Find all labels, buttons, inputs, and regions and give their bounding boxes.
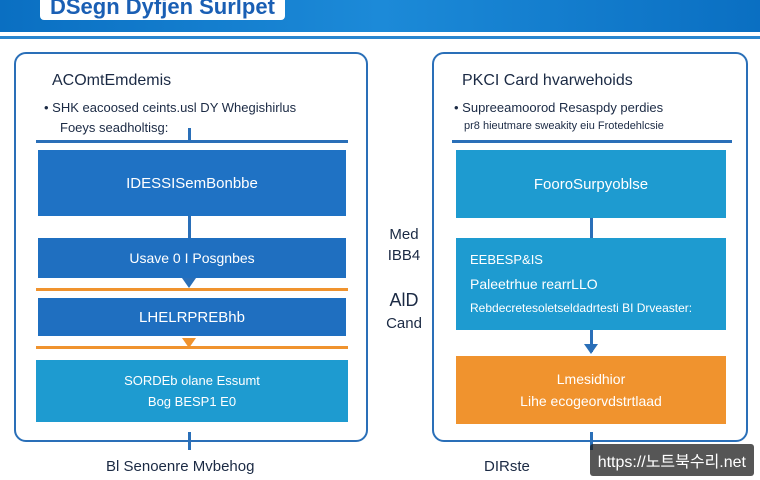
left-panel-title: ACOmtEmdemis	[52, 72, 172, 89]
left-box-1: IDESSISemBonbbe	[38, 150, 346, 216]
left-bullet-line1: • SHK eacoosed ceints.usl DY Whegishirlu…	[44, 100, 297, 115]
right-box-2-line1: EEBESP&IS	[470, 252, 543, 267]
watermark-url: https://노트북수리.net	[589, 444, 754, 476]
left-panel	[14, 52, 368, 442]
right-box-3-line2: Lihe ecogeorvdstrtlaad	[520, 393, 662, 409]
right-connector-top	[452, 140, 732, 143]
right-bullet-line2: pr8 hieutmare sweakity eiu Frotedehlcsie	[464, 120, 664, 132]
left-arrow-1	[182, 278, 196, 288]
left-box-4-line1: SORDEb olane Essumt	[124, 373, 260, 388]
left-box-3: LHELRPREBhb	[38, 298, 346, 336]
left-box-4: SORDEb olane Essumt Bog BESP1 E0	[36, 360, 348, 422]
right-box-3: Lmesidhior Lihe ecogeorvdstrtlaad	[456, 356, 726, 424]
left-bullet-line2: Foeys seadholtisg:	[60, 120, 169, 135]
right-box-3-line1: Lmesidhior	[556, 371, 626, 387]
right-footer: DIRste	[484, 458, 530, 475]
left-connector-1	[188, 216, 191, 238]
right-panel-title: PKCI Card hvarwehoids	[462, 72, 633, 89]
middle-label-1: Med IBB4	[387, 226, 421, 264]
right-connector-2	[590, 330, 593, 352]
right-box-1: FooroSurpyoblse	[456, 150, 726, 218]
left-box-4-line2: Bog BESP1 E0	[147, 394, 237, 409]
right-connector-1	[590, 218, 593, 238]
header-rule	[0, 36, 760, 39]
left-connector-bottom	[188, 432, 191, 450]
right-connector-bottom	[590, 432, 593, 450]
right-arrow-1	[584, 344, 598, 354]
left-orange-divider-1	[36, 288, 348, 291]
right-box-2-line3: Rebdecretesoletseldadrtesti BI Drveaster…	[470, 301, 693, 315]
left-footer: Bl Senoenre Mvbehog	[106, 458, 255, 475]
middle-label-2: AlD Cand	[386, 290, 422, 332]
left-connector-stub	[188, 128, 191, 142]
right-box-2: EEBESP&IS Paleetrhue rearrLLO Rebdecrete…	[456, 238, 726, 330]
left-connector-top	[36, 140, 348, 143]
right-box-2-line2: Paleetrhue rearrLLO	[470, 276, 598, 292]
left-box-2: Usave 0 I Posgnbes	[38, 238, 346, 278]
left-arrow-2	[182, 338, 196, 348]
page-title: DSegn Dyfjen Surlpet	[40, 0, 285, 20]
right-bullet-line1: • Supreeamoorod Resaspdy perdies	[454, 100, 664, 115]
